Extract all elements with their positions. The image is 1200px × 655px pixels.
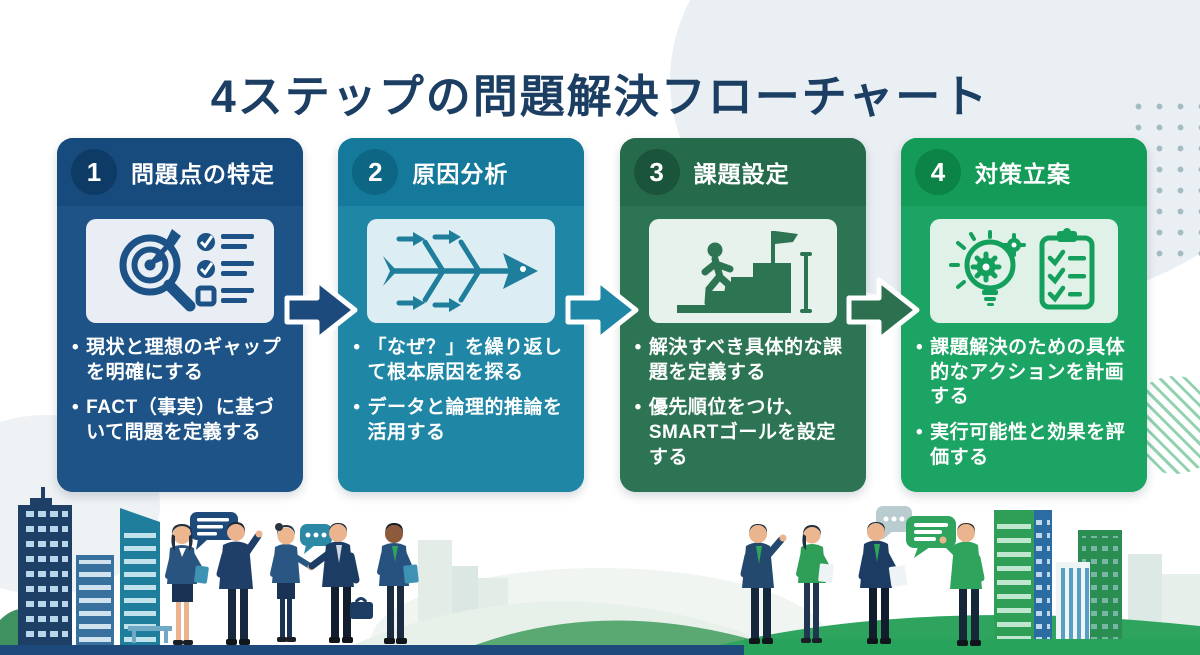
step-1-bullets: •現状と理想のギャップを明確にする •FACT（事実）に基づいて問題を定義する bbox=[72, 336, 288, 457]
step-2-number-badge: 2 bbox=[352, 149, 399, 195]
step-1-title: 問題点の特定 bbox=[131, 161, 275, 187]
step-1-header: 1 問題点の特定 bbox=[57, 138, 303, 206]
person-businesswoman-handshake bbox=[270, 523, 315, 642]
step-2-bullets: •「なぜ？」を繰り返して根本原因を探る •データと論理的推論を活用する bbox=[353, 336, 569, 457]
step-3-number-badge: 3 bbox=[633, 149, 680, 195]
step-4-bullets: •課題解決のための具体的なアクションを計画する •実行可能性と効果を評価する bbox=[916, 336, 1132, 481]
flow-arrow-3 bbox=[846, 277, 920, 343]
bullet: •優先順位をつけ、SMARTゴールを設定する bbox=[634, 397, 836, 468]
step-4-header: 4 対策立案 bbox=[900, 138, 1147, 206]
step-3-body: •解決すべき具体的な課題を定義する •優先順位をつけ、SMARTゴールを設定する bbox=[619, 206, 866, 492]
step-2-header: 2 原因分析 bbox=[338, 138, 585, 206]
bullet: •「なぜ？」を繰り返して根本原因を探る bbox=[353, 337, 563, 383]
step-card-3: 3 課題設定 bbox=[619, 138, 866, 492]
step-4-title: 対策立案 bbox=[974, 161, 1071, 187]
person-businessman-green-tie bbox=[740, 524, 787, 644]
speech-bubble-dots-teal bbox=[300, 524, 332, 554]
step-3-title: 課題設定 bbox=[693, 161, 790, 187]
stairs-goal-flag-icon bbox=[648, 219, 837, 323]
step-3-bullets: •解決すべき具体的な課題を定義する •優先順位をつけ、SMARTゴールを設定する bbox=[635, 336, 851, 481]
bullet: •FACT（事実）に基づいて問題を定義する bbox=[72, 397, 275, 444]
right-buildings bbox=[994, 510, 1122, 650]
step-4-number-badge: 4 bbox=[914, 149, 961, 195]
person-man-green-sweater bbox=[939, 523, 985, 646]
step-2-title: 原因分析 bbox=[412, 161, 509, 187]
speech-bubble-lines-blue bbox=[190, 512, 238, 550]
person-businessman-handshake-briefcase bbox=[308, 523, 373, 643]
speech-bubble-lines-green bbox=[906, 516, 956, 558]
bullet: •解決すべき具体的な課題を定義する bbox=[634, 337, 843, 383]
bullet: •データと論理的推論を活用する bbox=[353, 397, 563, 444]
step-2-body: •「なぜ？」を繰り返して根本原因を探る •データと論理的推論を活用する bbox=[338, 206, 585, 492]
lightbulb-gears-checklist-icon bbox=[929, 219, 1118, 323]
flow-arrow-2 bbox=[565, 277, 639, 343]
steps-row: 1 問題点の特定 bbox=[57, 138, 1147, 492]
ground-strip-blue bbox=[0, 645, 756, 655]
target-magnifier-checklist-icon bbox=[86, 219, 274, 323]
step-card-2: 2 原因分析 bbox=[338, 138, 585, 492]
bullet: •実行可能性と効果を評価する bbox=[915, 422, 1126, 468]
step-1-body: •現状と理想のギャップを明確にする •FACT（事実）に基づいて問題を定義する bbox=[57, 206, 303, 492]
city-people-illustration bbox=[0, 487, 1200, 655]
bullet: •現状と理想のギャップを明確にする bbox=[72, 337, 282, 383]
step-3-header: 3 課題設定 bbox=[619, 138, 866, 206]
flow-arrow-1 bbox=[284, 277, 358, 343]
bullet: •課題解決のための具体的なアクションを計画する bbox=[915, 337, 1126, 408]
person-businesswoman-green-blazer bbox=[796, 525, 834, 643]
person-businessman-papers bbox=[858, 522, 908, 644]
step-1-number-badge: 1 bbox=[71, 149, 117, 195]
person-businesswoman-tablet bbox=[165, 524, 209, 645]
fishbone-diagram-icon bbox=[367, 219, 556, 323]
step-card-1: 1 問題点の特定 bbox=[57, 138, 303, 492]
step-card-4: 4 対策立案 bbox=[900, 138, 1147, 492]
person-businessman-gesturing-back bbox=[216, 522, 263, 645]
step-4-body: •課題解決のための具体的なアクションを計画する •実行可能性と効果を評価する bbox=[900, 206, 1147, 492]
person-businessman-tablet bbox=[377, 523, 419, 644]
ground-strip-green bbox=[744, 639, 1200, 655]
page-title: 4ステップの問題解決フローチャート bbox=[210, 71, 990, 123]
left-buildings bbox=[18, 487, 172, 646]
